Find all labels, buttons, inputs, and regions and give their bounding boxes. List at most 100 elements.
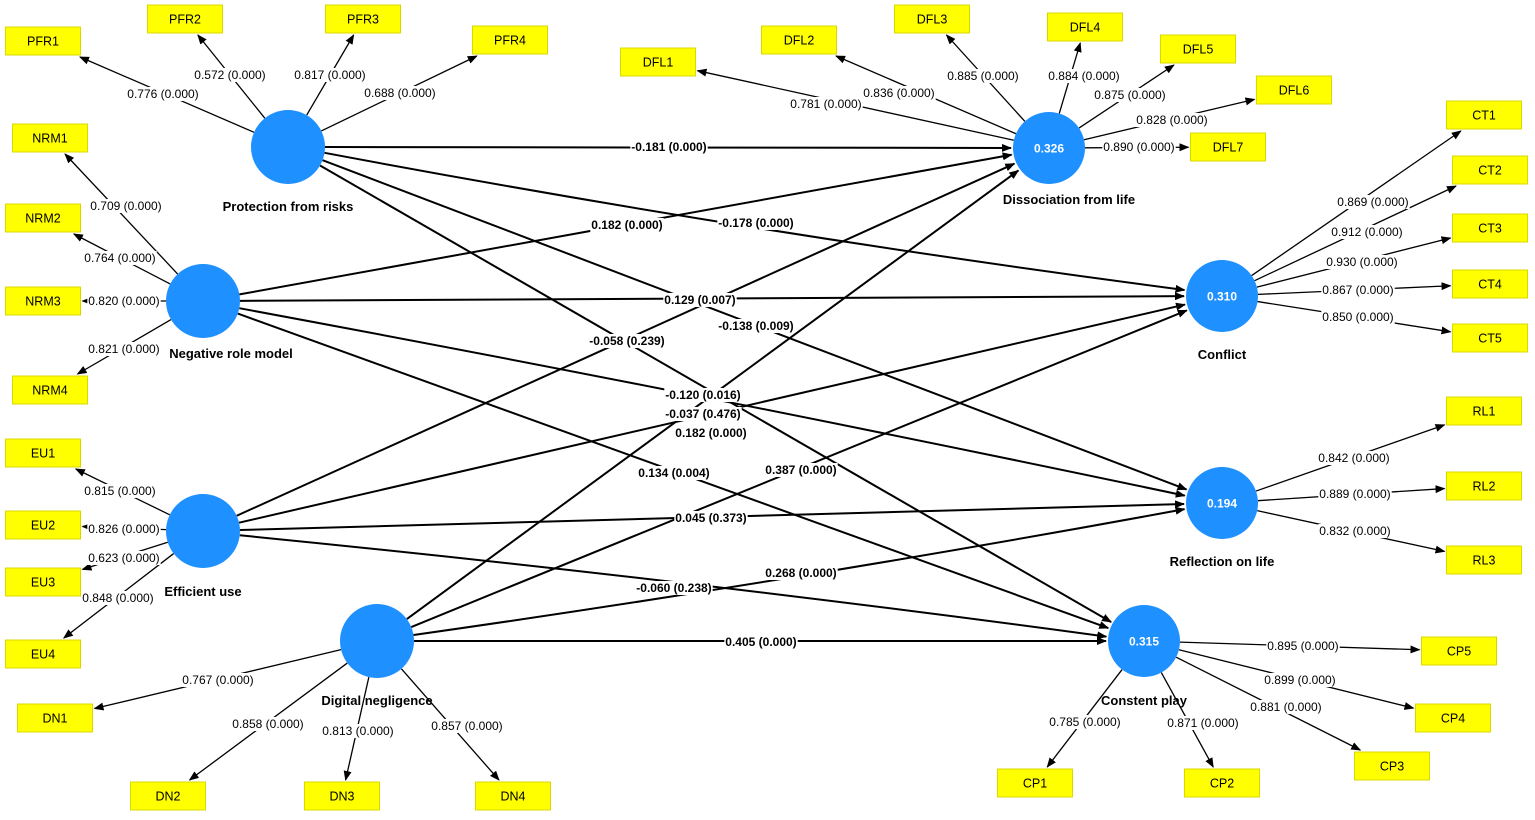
indicator-label: DFL7: [1213, 141, 1244, 155]
loading-value-dn4: 0.857 (0.000): [431, 719, 502, 733]
indicator-dn4[interactable]: DN4: [475, 781, 551, 811]
loading-value-cp2: 0.871 (0.000): [1167, 716, 1238, 730]
indicator-pfr1[interactable]: PFR1: [5, 26, 81, 56]
latent-rl[interactable]: 0.194: [1186, 467, 1258, 539]
indicator-rl2[interactable]: RL2: [1446, 471, 1522, 501]
indicator-box: [5, 438, 81, 468]
latent-dn[interactable]: [340, 604, 414, 678]
indicator-label: CT3: [1478, 222, 1502, 236]
latent-r-squared: 0.310: [1207, 290, 1237, 304]
loading-value-rl1: 0.842 (0.000): [1318, 451, 1389, 465]
loading-value-bg: [89, 199, 163, 213]
loading-value-bg: [1321, 283, 1395, 297]
indicator-pfr3[interactable]: PFR3: [325, 4, 401, 34]
indicator-cp5[interactable]: CP5: [1421, 636, 1497, 666]
indicator-box: [325, 4, 401, 34]
indicator-dn3[interactable]: DN3: [304, 781, 380, 811]
indicator-box: [5, 567, 81, 597]
latent-label: Protection from risks: [223, 199, 354, 214]
indicator-ct4[interactable]: CT4: [1452, 269, 1528, 299]
indicator-ct2[interactable]: CT2: [1452, 155, 1528, 185]
path-coefficient-bg: [637, 466, 711, 480]
path-coefficient-bg: [764, 463, 838, 477]
path-coefficient-pfr-cp: -0.120 (0.016): [665, 388, 740, 402]
indicator-box: [1415, 703, 1491, 733]
indicator-box: [1446, 545, 1522, 575]
loading-value-bg: [1102, 140, 1176, 154]
indicator-dn1[interactable]: DN1: [17, 703, 93, 733]
indicator-label: CP3: [1380, 760, 1404, 774]
loading-value-rl2: 0.889 (0.000): [1319, 487, 1390, 501]
path-coefficient-bg: [664, 407, 742, 421]
indicator-label: EU4: [31, 648, 55, 662]
loading-value-ct1: 0.869 (0.000): [1337, 195, 1408, 209]
indicator-box: [1160, 34, 1236, 64]
loading-value-bg: [1330, 225, 1404, 239]
path-coefficient-bg: [635, 581, 713, 595]
indicator-nrm3[interactable]: NRM3: [5, 286, 81, 316]
indicator-dn2[interactable]: DN2: [130, 781, 206, 811]
indicator-dfl7[interactable]: DFL7: [1190, 132, 1266, 162]
latent-eu[interactable]: [166, 494, 240, 568]
indicator-rl3[interactable]: RL3: [1446, 545, 1522, 575]
indicator-box: [147, 4, 223, 34]
indicator-ct5[interactable]: CT5: [1452, 323, 1528, 353]
indicator-dfl3[interactable]: DFL3: [894, 4, 970, 34]
indicator-pfr4[interactable]: PFR4: [472, 25, 548, 55]
indicator-label: CP4: [1441, 712, 1465, 726]
indicator-box: [997, 768, 1073, 798]
latent-label: Negative role model: [169, 346, 293, 361]
indicator-dfl4[interactable]: DFL4: [1047, 12, 1123, 42]
path-coefficient-dn-ct: 0.387 (0.000): [765, 463, 836, 477]
latent-nrm[interactable]: [166, 264, 240, 338]
indicator-ct3[interactable]: CT3: [1452, 213, 1528, 243]
path-coefficient-pfr-dfl: -0.181 (0.000): [631, 140, 706, 154]
indicator-cp3[interactable]: CP3: [1354, 751, 1430, 781]
indicator-pfr2[interactable]: PFR2: [147, 4, 223, 34]
indicator-eu4[interactable]: EU4: [5, 639, 81, 669]
path-coefficient-bg: [717, 216, 795, 230]
indicator-cp1[interactable]: CP1: [997, 768, 1073, 798]
loading-value-nrm1: 0.709 (0.000): [90, 199, 161, 213]
indicator-label: DFL2: [784, 34, 815, 48]
indicator-label: PFR4: [494, 34, 526, 48]
latent-dfl[interactable]: 0.326: [1013, 112, 1085, 184]
loading-value-bg: [1135, 113, 1209, 127]
indicator-eu3[interactable]: EU3: [5, 567, 81, 597]
indicator-eu1[interactable]: EU1: [5, 438, 81, 468]
indicator-box: [1354, 751, 1430, 781]
indicator-box: [1452, 155, 1528, 185]
indicator-eu2[interactable]: EU2: [5, 510, 81, 540]
latent-circle: [1186, 467, 1258, 539]
indicator-cp4[interactable]: CP4: [1415, 703, 1491, 733]
indicator-dfl6[interactable]: DFL6: [1256, 75, 1332, 105]
indicator-nrm4[interactable]: NRM4: [12, 375, 88, 405]
loading-value-bg: [193, 68, 267, 82]
indicator-rl1[interactable]: RL1: [1446, 396, 1522, 426]
latent-pfr[interactable]: [251, 110, 325, 184]
indicator-nrm1[interactable]: NRM1: [12, 123, 88, 153]
loading-value-nrm3: 0.820 (0.000): [88, 294, 159, 308]
indicator-label: DFL6: [1279, 84, 1310, 98]
indicator-label: CP5: [1447, 645, 1471, 659]
indicator-label: RL1: [1473, 405, 1496, 419]
indicator-dfl2[interactable]: DFL2: [761, 25, 837, 55]
indicator-ct1[interactable]: CT1: [1446, 100, 1522, 130]
latent-ct[interactable]: 0.310: [1186, 260, 1258, 332]
indicator-box: [1421, 636, 1497, 666]
indicator-box: [761, 25, 837, 55]
latent-cp[interactable]: 0.315: [1108, 605, 1180, 677]
latent-circle: [1108, 605, 1180, 677]
indicator-dfl5[interactable]: DFL5: [1160, 34, 1236, 64]
latent-circle: [166, 264, 240, 338]
path-coefficient-nrm-ct: 0.129 (0.007): [664, 293, 735, 307]
indicator-box: [5, 639, 81, 669]
indicator-cp2[interactable]: CP2: [1184, 768, 1260, 798]
indicator-nrm2[interactable]: NRM2: [5, 203, 81, 233]
loading-value-bg: [87, 342, 161, 356]
indicator-dfl1[interactable]: DFL1: [620, 47, 696, 77]
loading-value-bg: [181, 673, 255, 687]
indicator-box: [5, 203, 81, 233]
loading-value-nrm4: 0.821 (0.000): [88, 342, 159, 356]
